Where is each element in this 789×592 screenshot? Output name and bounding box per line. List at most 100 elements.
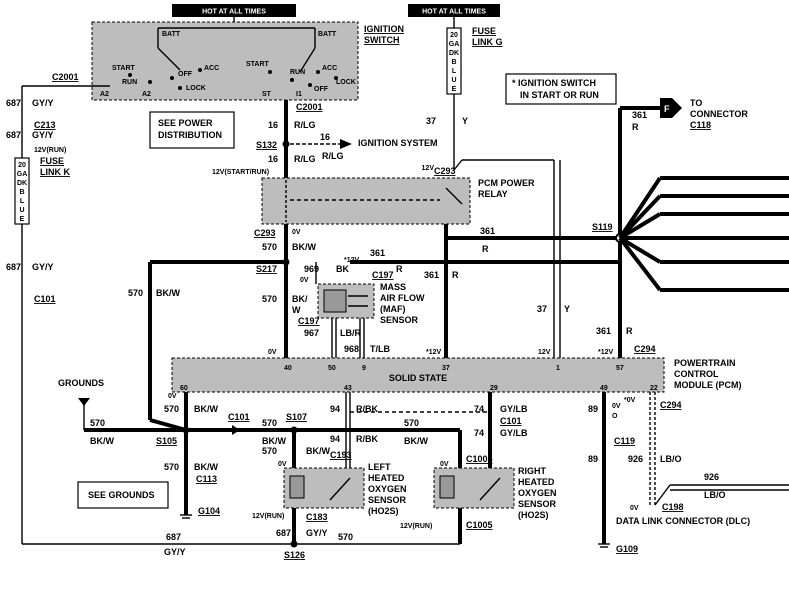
- wire-gylb-label-a: GY/LB: [500, 404, 528, 414]
- wire-tlb-label: T/LB: [370, 344, 390, 354]
- wire-rbk-label-a: R/BK: [356, 404, 378, 414]
- fuse-g-char: L: [452, 68, 457, 75]
- wire-rlg-label-c: R/LG: [294, 154, 316, 164]
- fuse-k-char: DK: [17, 180, 27, 187]
- wire-bkw-label-g: BK/W: [404, 436, 428, 446]
- maf-element-icon: [323, 289, 347, 313]
- connector-c293-a: C293: [434, 166, 456, 176]
- voltage-12v-start-run: 12V(START/RUN): [212, 169, 269, 176]
- wire-bkw-label-b: BK/W: [156, 288, 180, 298]
- left-ho2s-title-2: HEATED: [368, 473, 405, 483]
- batt-label-1: BATT: [162, 31, 181, 38]
- wire-687-label-e: 687: [166, 532, 181, 542]
- pin-50: 50: [328, 365, 336, 372]
- wire-361-label-e: 361: [596, 326, 611, 336]
- maf-title-2: AIR FLOW: [380, 293, 425, 303]
- voltage-12v-a: 12V: [422, 165, 435, 172]
- maf-title-1: MASS: [380, 282, 406, 292]
- maf-title-4: SENSOR: [380, 315, 419, 325]
- splice-s132: S132: [256, 140, 277, 150]
- fuse-g-char: DK: [449, 50, 459, 57]
- voltage-0v-b: 0V: [268, 349, 277, 356]
- wire-926-label-b: 926: [704, 472, 719, 482]
- voltage-12v-run-a: 12V(RUN): [34, 147, 66, 154]
- fuse-k-char: B: [19, 189, 24, 196]
- voltage-12v-b: 12V: [538, 349, 551, 356]
- wire-r-label-a: R: [482, 244, 489, 254]
- wire-rlg-label-b: R/LG: [322, 151, 344, 161]
- fuse-g-char: B: [451, 59, 456, 66]
- fuse-k-char: 20: [18, 162, 26, 169]
- wire-570-label-c: 570: [262, 294, 277, 304]
- voltage-12v-run-b: 12V(RUN): [252, 513, 284, 520]
- left-ho2s-title-5: (HO2S): [368, 506, 399, 516]
- contact-start-2: [268, 70, 272, 74]
- switch-arm-1: [157, 47, 181, 71]
- wire-bkw-label-c2: W: [292, 305, 301, 315]
- connector-c197-b: C197: [298, 316, 320, 326]
- pin-1: 1: [556, 365, 560, 372]
- ignition-system-arrow-icon: [340, 139, 352, 149]
- contact-acc-2: [316, 70, 320, 74]
- see-power-distribution-text-2: DISTRIBUTION: [158, 130, 222, 140]
- ignition-note-text-2: IN START OR RUN: [520, 90, 599, 100]
- data-link-connector-label: DATA LINK CONNECTOR (DLC): [616, 516, 750, 526]
- pin-43: 43: [344, 385, 352, 392]
- wire-570-join: [149, 418, 187, 432]
- ignition-system-label: IGNITION SYSTEM: [358, 138, 438, 148]
- pin-o: O: [612, 413, 618, 420]
- ground-g109: G109: [616, 544, 638, 554]
- contact-off-1: [170, 76, 174, 80]
- wire-bkw-label-h: BK/W: [306, 446, 330, 456]
- splice-s119: S119: [592, 222, 613, 232]
- splice-s105: S105: [156, 436, 177, 446]
- fuse-k-char: GA: [17, 171, 28, 178]
- wire-lbo-label-a: LB/O: [660, 454, 682, 464]
- pin-57: 57: [616, 365, 624, 372]
- wire-361-label-a: 361: [480, 226, 495, 236]
- voltage-0v-c: 0V: [300, 277, 309, 284]
- connector-c119: C119: [614, 436, 635, 446]
- a2-label-2: A2: [142, 91, 151, 98]
- ground-arrow-icon: [78, 398, 90, 406]
- wire-bkw-label-i: BK/W: [194, 462, 218, 472]
- connector-c293-b: C293: [254, 228, 276, 238]
- wire-gyy-label-e: GY/Y: [164, 547, 186, 557]
- maf-title-3: (MAF): [380, 304, 406, 314]
- ignition-switch-box: [91, 21, 359, 101]
- wire-687-label-d: 687: [276, 528, 291, 538]
- wire-570-label-a: 570: [262, 242, 277, 252]
- voltage-0v-a: 0V: [292, 229, 301, 236]
- left-ho2s-title-1: LEFT: [368, 462, 391, 472]
- contact-off-2: [308, 83, 312, 87]
- pcm-module-box: [171, 357, 665, 393]
- wire-r-label-d: R: [632, 122, 639, 132]
- wire-687-label-a: 687: [6, 98, 21, 108]
- hot-header-1: [172, 4, 296, 17]
- to-connector-title-1: TO: [690, 98, 702, 108]
- off-label-2: OFF: [314, 86, 329, 93]
- lock-label-1: LOCK: [186, 85, 206, 92]
- voltage-0v-e: 0V: [440, 461, 449, 468]
- wire-bk-label: BK: [336, 264, 349, 274]
- pin-9: 9: [362, 365, 366, 372]
- wire-926-bend: [654, 484, 671, 506]
- wire-gyy-label-b: GY/Y: [32, 130, 54, 140]
- connector-c294-a: C294: [634, 344, 656, 354]
- ground-g104: G104: [198, 506, 220, 516]
- splice-s107: S107: [286, 412, 307, 422]
- voltage-0v-g: 0V: [612, 403, 621, 410]
- start-label-2: START: [246, 61, 270, 68]
- acc-label-2: ACC: [322, 65, 337, 72]
- voltage-12v-star-c: *12V: [598, 349, 614, 356]
- pin-37: 37: [442, 365, 450, 372]
- hot-header-2-text: HOT AT ALL TIMES: [422, 9, 486, 16]
- pin-60: 60: [180, 385, 188, 392]
- connector-c1005-b: C1005: [466, 520, 493, 530]
- wire-89-label-a: 89: [588, 404, 598, 414]
- wire-570-label-f: 570: [262, 418, 277, 428]
- left-ho2s-title-4: SENSOR: [368, 495, 407, 505]
- see-grounds-box: [77, 481, 169, 509]
- connector-c213: C213: [34, 120, 56, 130]
- pcm-title-2: CONTROL: [674, 369, 719, 379]
